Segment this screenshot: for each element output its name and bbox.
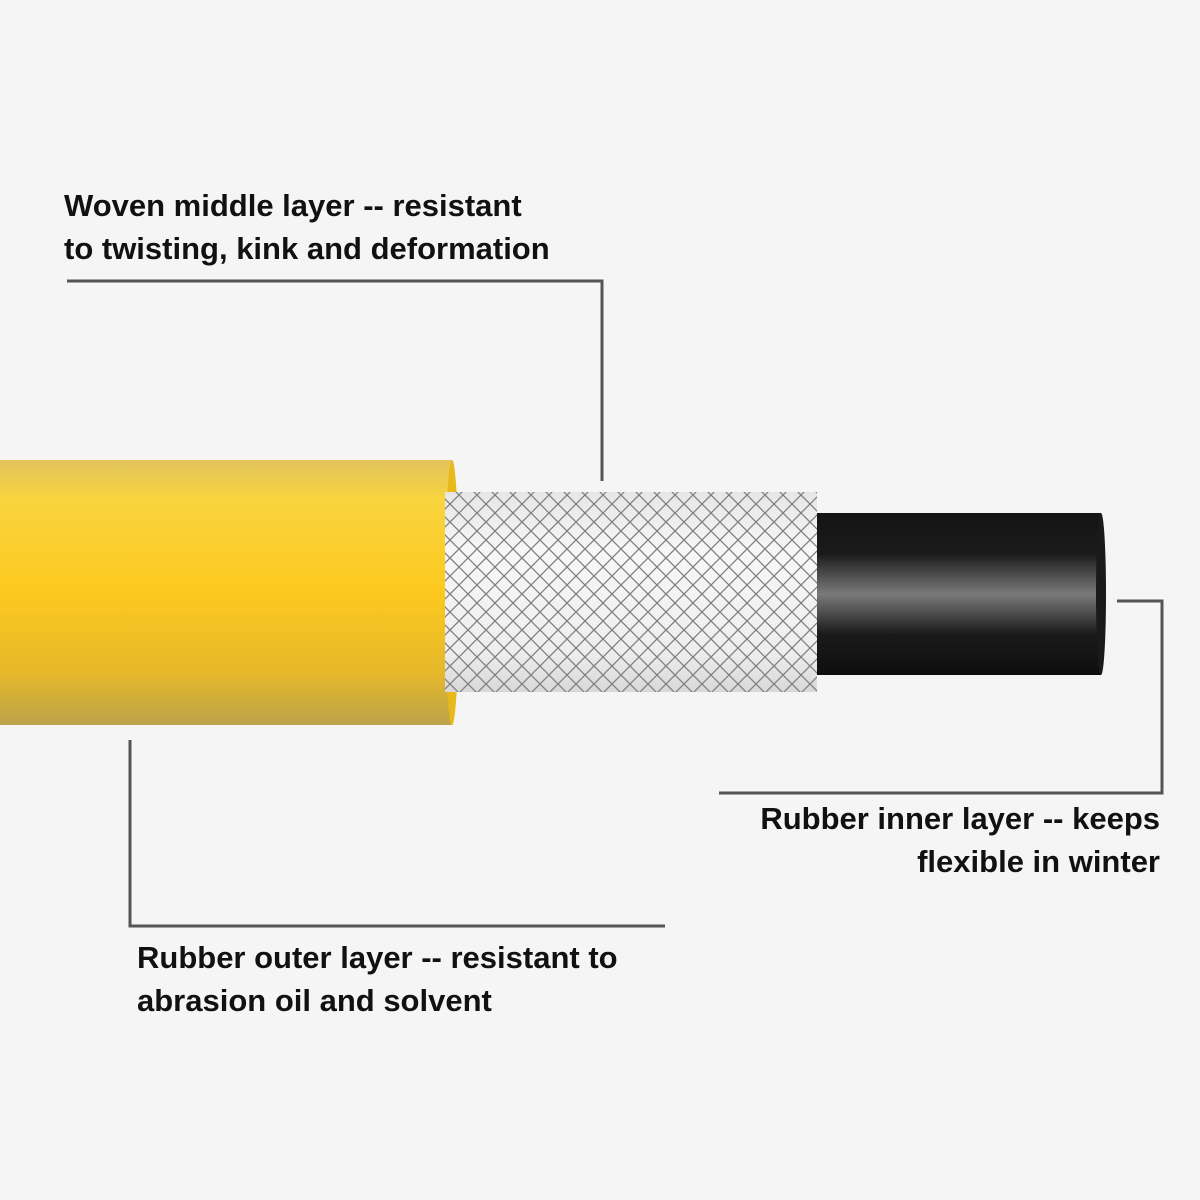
inner-layer-label: Rubber inner layer -- keeps flexible in … <box>760 797 1160 883</box>
middle-layer <box>445 492 817 692</box>
inner-label-line1: Rubber inner layer -- keeps <box>760 801 1160 836</box>
outer-layer-label: Rubber outer layer -- resistant to abras… <box>137 936 618 1022</box>
leader-lines <box>67 279 1164 928</box>
inner-label-line2: flexible in winter <box>917 844 1160 879</box>
middle-label-line2: to twisting, kink and deformation <box>64 231 550 266</box>
outer-leader-line <box>128 740 665 928</box>
outer-label-line2: abrasion oil and solvent <box>137 983 492 1018</box>
middle-label-line1: Woven middle layer -- resistant <box>64 188 522 223</box>
outer-label-line1: Rubber outer layer -- resistant to <box>137 940 618 975</box>
outer-layer <box>0 460 459 725</box>
inner-leader-line <box>719 599 1164 795</box>
middle-layer-label: Woven middle layer -- resistant to twist… <box>64 184 550 270</box>
inner-layer <box>817 513 1106 675</box>
middle-leader-line <box>67 279 604 481</box>
